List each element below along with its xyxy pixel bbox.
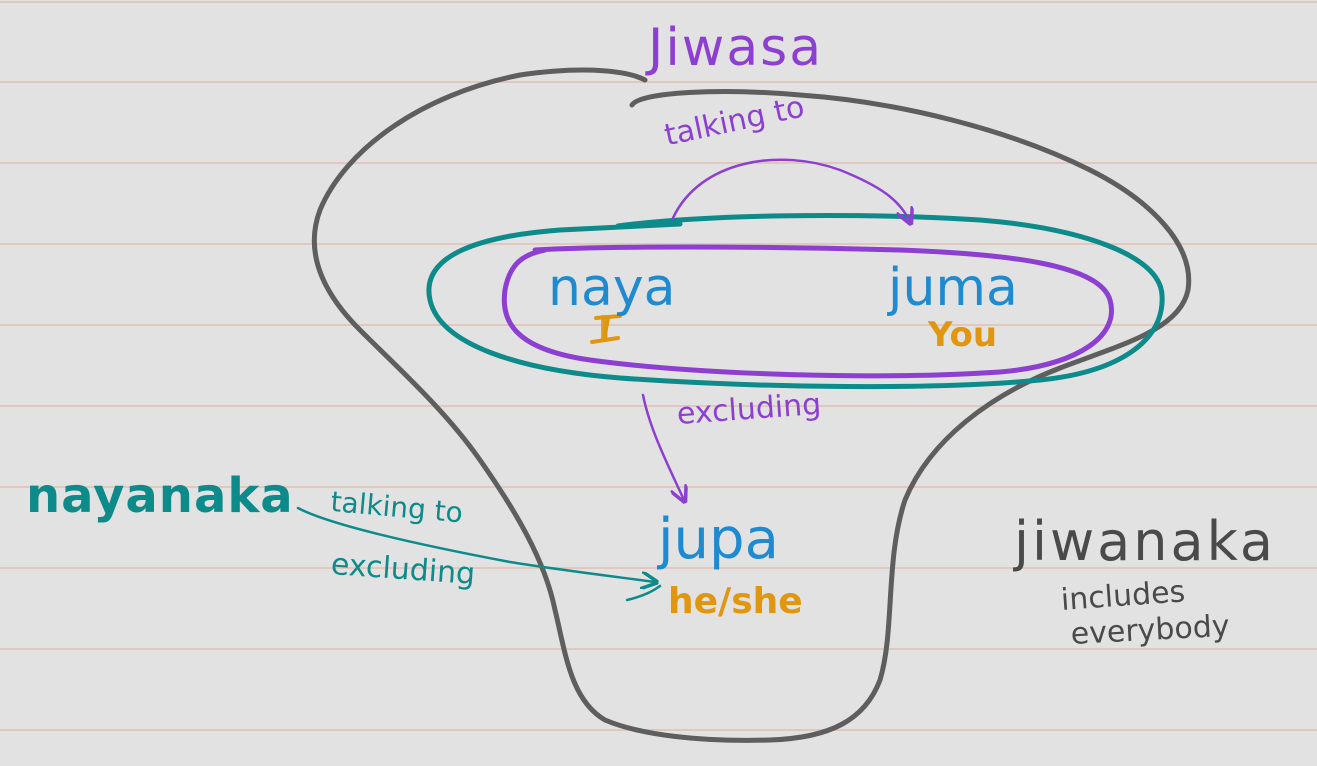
label-nayanaka: nayanaka: [26, 468, 294, 524]
label-juma-gloss: You: [928, 315, 998, 355]
gloss-i-stroke: [590, 314, 622, 344]
label-naya-gloss: I: [598, 309, 611, 349]
teal-ellipse-jiwasa: [426, 212, 1165, 390]
talking-to-arrow: [671, 158, 910, 222]
label-everybody: everybody: [1069, 608, 1231, 652]
purple-ellipse: [501, 244, 1114, 379]
label-jupa: jupa: [658, 507, 779, 572]
label-juma: juma: [888, 258, 1018, 318]
label-jiwasa: Jiwasa: [648, 18, 824, 78]
label-jupa-gloss: he/she: [668, 581, 803, 622]
nayanaka-arrow: [296, 506, 655, 582]
ruled-lines: [0, 1, 1317, 731]
label-jiwanaka: jiwanaka: [1014, 510, 1276, 573]
label-naya: naya: [548, 258, 676, 318]
label-includes: includes: [1059, 574, 1187, 618]
outer-blob-everybody: [311, 67, 1192, 743]
excluding-arrow: [641, 393, 684, 500]
nayanaka-arrow-tail: [625, 584, 662, 602]
